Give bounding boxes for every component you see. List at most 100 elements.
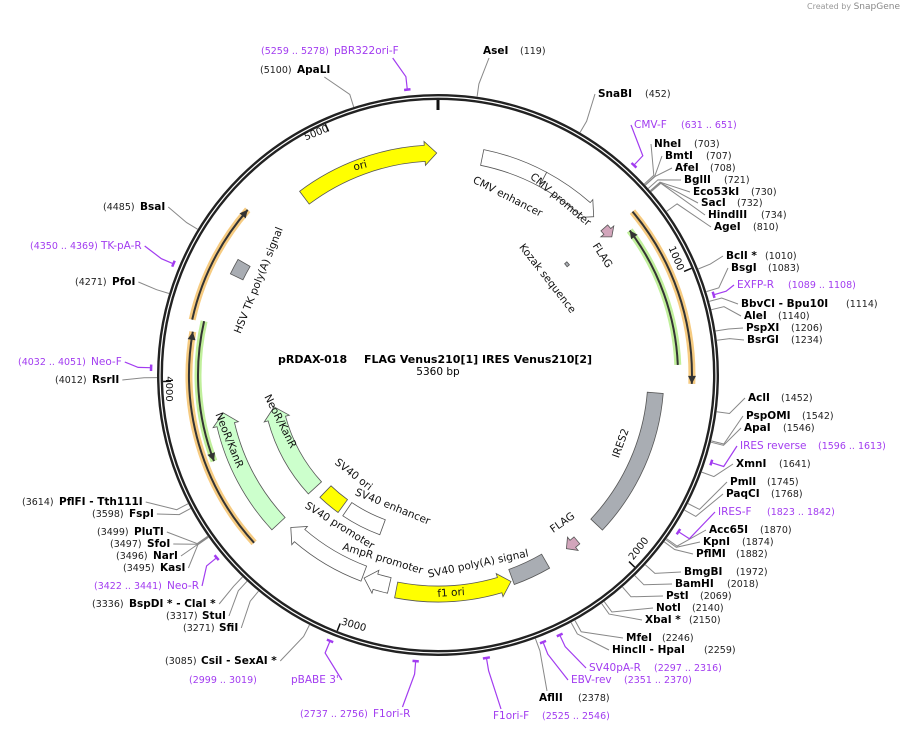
enzyme-site-hindiii[interactable]: HindIII bbox=[708, 209, 747, 221]
enzyme-position: (1234) bbox=[791, 335, 823, 346]
enzyme-leader-line bbox=[324, 76, 355, 108]
enzyme-leader-line bbox=[666, 203, 712, 228]
enzyme-site-bsgi[interactable]: BsgI bbox=[731, 262, 757, 274]
feature-ori[interactable] bbox=[299, 140, 438, 205]
enzyme-site-pmli[interactable]: PmlI bbox=[730, 476, 756, 488]
enzyme-leader-line bbox=[279, 624, 310, 662]
primer-pbabe-3-[interactable]: pBABE 3' bbox=[291, 674, 339, 686]
feature-sv40-promoter[interactable] bbox=[290, 526, 368, 582]
enzyme-site-pspxi[interactable]: PspXI bbox=[746, 322, 779, 334]
plasmid-length: 5360 bp bbox=[416, 366, 460, 378]
orf-line[interactable] bbox=[191, 209, 249, 320]
feature-kozak-sequence[interactable] bbox=[564, 261, 570, 268]
enzyme-site-bmgbi[interactable]: BmgBI bbox=[684, 566, 722, 578]
enzyme-leader-line bbox=[716, 338, 745, 341]
enzyme-site-sfii[interactable]: SfiI bbox=[219, 622, 238, 634]
enzyme-site-bamhi[interactable]: BamHI bbox=[675, 578, 714, 590]
enzyme-site-xbai[interactable]: XbaI * bbox=[645, 614, 681, 626]
primer-cmv-f[interactable]: CMV-F bbox=[634, 119, 667, 131]
enzyme-site-bcli[interactable]: BclI * bbox=[726, 250, 757, 262]
primer-ebv-rev[interactable]: EBV-rev bbox=[571, 674, 612, 686]
enzyme-site-pluti[interactable]: PluTI bbox=[134, 526, 164, 538]
enzyme-site-apali[interactable]: ApaLI bbox=[297, 64, 330, 76]
enzyme-position: (1542) bbox=[802, 411, 834, 422]
enzyme-site-kpni[interactable]: KpnI bbox=[703, 536, 730, 548]
enzyme-site-asei[interactable]: AseI bbox=[483, 45, 508, 57]
primer-sv40pa-r[interactable]: SV40pA-R bbox=[589, 662, 641, 674]
enzyme-site-agei[interactable]: AgeI bbox=[714, 221, 741, 233]
enzyme-site-mfei[interactable]: MfeI bbox=[626, 632, 652, 644]
primer-binding-mark bbox=[412, 659, 419, 663]
primer-neo-r[interactable]: Neo-R bbox=[167, 580, 199, 592]
feature-sv40-enhancer[interactable] bbox=[342, 502, 386, 536]
primer-ires-reverse[interactable]: IRES reverse bbox=[740, 440, 807, 452]
feature-neor-kanr[interactable] bbox=[212, 412, 286, 531]
enzyme-position: (3271) bbox=[183, 623, 215, 634]
enzyme-site-pflmi[interactable]: PflMI bbox=[696, 548, 726, 560]
enzyme-site-acc65i[interactable]: Acc65I bbox=[709, 524, 748, 536]
enzyme-site-bsrgi[interactable]: BsrGI bbox=[747, 334, 779, 346]
enzyme-site-bmti[interactable]: BmtI bbox=[665, 150, 693, 162]
enzyme-site-nhei[interactable]: NheI bbox=[654, 138, 681, 150]
feature-cmv-promoter[interactable] bbox=[538, 171, 595, 219]
feature-f1-ori[interactable] bbox=[394, 572, 512, 603]
feature-label: Kozak sequence bbox=[516, 242, 578, 316]
enzyme-site-hincii[interactable]: HincII - HpaI bbox=[612, 644, 685, 656]
enzyme-site-csii[interactable]: CsiI - SexAI * bbox=[201, 655, 277, 667]
feature-ires2[interactable] bbox=[590, 391, 664, 531]
primer-f1ori-r[interactable]: F1ori-R bbox=[373, 708, 410, 720]
enzyme-site-nari[interactable]: NarI bbox=[153, 550, 178, 562]
enzyme-site-acli[interactable]: AclI bbox=[748, 392, 770, 404]
primer-ires-f[interactable]: IRES-F bbox=[718, 506, 752, 518]
enzyme-site-pfoi[interactable]: PfoI bbox=[112, 276, 135, 288]
enzyme-site-bbvci[interactable]: BbvCI - Bpu10I bbox=[741, 298, 828, 310]
enzyme-site-bsai[interactable]: BsaI bbox=[140, 201, 165, 213]
enzyme-position: (3497) bbox=[110, 539, 142, 550]
enzyme-site-afei[interactable]: AfeI bbox=[675, 162, 699, 174]
enzyme-site-psti[interactable]: PstI bbox=[666, 590, 689, 602]
enzyme-site-alei[interactable]: AleI bbox=[744, 310, 767, 322]
enzyme-site-aflii[interactable]: AflII bbox=[539, 692, 563, 704]
enzyme-site-rsrii[interactable]: RsrII bbox=[92, 374, 119, 386]
enzyme-site-sfoi[interactable]: SfoI bbox=[147, 538, 170, 550]
enzyme-site-pspomi[interactable]: PspOMI bbox=[746, 410, 791, 422]
primer-neo-f[interactable]: Neo-F bbox=[91, 356, 122, 368]
primer-exfp-r[interactable]: EXFP-R bbox=[737, 279, 774, 291]
feature-sv40-ori[interactable] bbox=[319, 485, 349, 514]
enzyme-leader-line bbox=[706, 267, 729, 293]
feature-sv40-poly-a-signal[interactable] bbox=[508, 553, 551, 586]
primer-binding-mark bbox=[539, 639, 547, 645]
orf-arrowhead-icon bbox=[239, 209, 248, 219]
enzyme-leader-line bbox=[156, 507, 191, 516]
orf-line[interactable] bbox=[628, 229, 679, 365]
enzyme-site-xmni[interactable]: XmnI bbox=[736, 458, 766, 470]
enzyme-site-apai[interactable]: ApaI bbox=[744, 422, 771, 434]
enzyme-position: (4271) bbox=[75, 277, 107, 288]
enzyme-site-snabi[interactable]: SnaBI bbox=[598, 88, 632, 100]
enzyme-site-noti[interactable]: NotI bbox=[656, 602, 681, 614]
enzyme-site-kasi[interactable]: KasI bbox=[160, 562, 185, 574]
primer-tk-pa-r[interactable]: TK-pA-R bbox=[100, 240, 142, 252]
primer-f1ori-f[interactable]: F1ori-F bbox=[493, 710, 529, 722]
enzyme-site-pflfi[interactable]: PflFI - Tth111I bbox=[59, 496, 143, 508]
enzyme-leader-line bbox=[665, 539, 701, 548]
enzyme-site-saci[interactable]: SacI bbox=[701, 197, 726, 209]
enzyme-site-eco53ki[interactable]: Eco53kI bbox=[693, 186, 739, 198]
enzyme-site-bspdi[interactable]: BspDI * - ClaI * bbox=[129, 598, 216, 610]
feature-flag[interactable] bbox=[599, 224, 615, 238]
orf-line[interactable] bbox=[188, 331, 255, 544]
enzyme-site-fspi[interactable]: FspI bbox=[129, 508, 154, 520]
enzyme-position: (2246) bbox=[662, 633, 694, 644]
primer-pbr322ori-f[interactable]: pBR322ori-F bbox=[334, 45, 399, 57]
orf-line[interactable] bbox=[197, 320, 215, 462]
feature-ampr-promoter[interactable] bbox=[363, 569, 392, 595]
feature-flag[interactable] bbox=[565, 536, 581, 551]
feature-neor-kanr[interactable] bbox=[263, 406, 323, 495]
enzyme-site-stui[interactable]: StuI bbox=[202, 610, 226, 622]
enzyme-site-bglii[interactable]: BglII bbox=[684, 174, 711, 186]
enzyme-site-paqci[interactable]: PaqCI bbox=[726, 488, 760, 500]
orf-line[interactable] bbox=[631, 210, 693, 384]
feature-hsv-tk-poly-a-signal[interactable] bbox=[229, 258, 251, 281]
primer-binding-mark bbox=[171, 260, 176, 268]
enzyme-position: (5100) bbox=[260, 65, 292, 76]
